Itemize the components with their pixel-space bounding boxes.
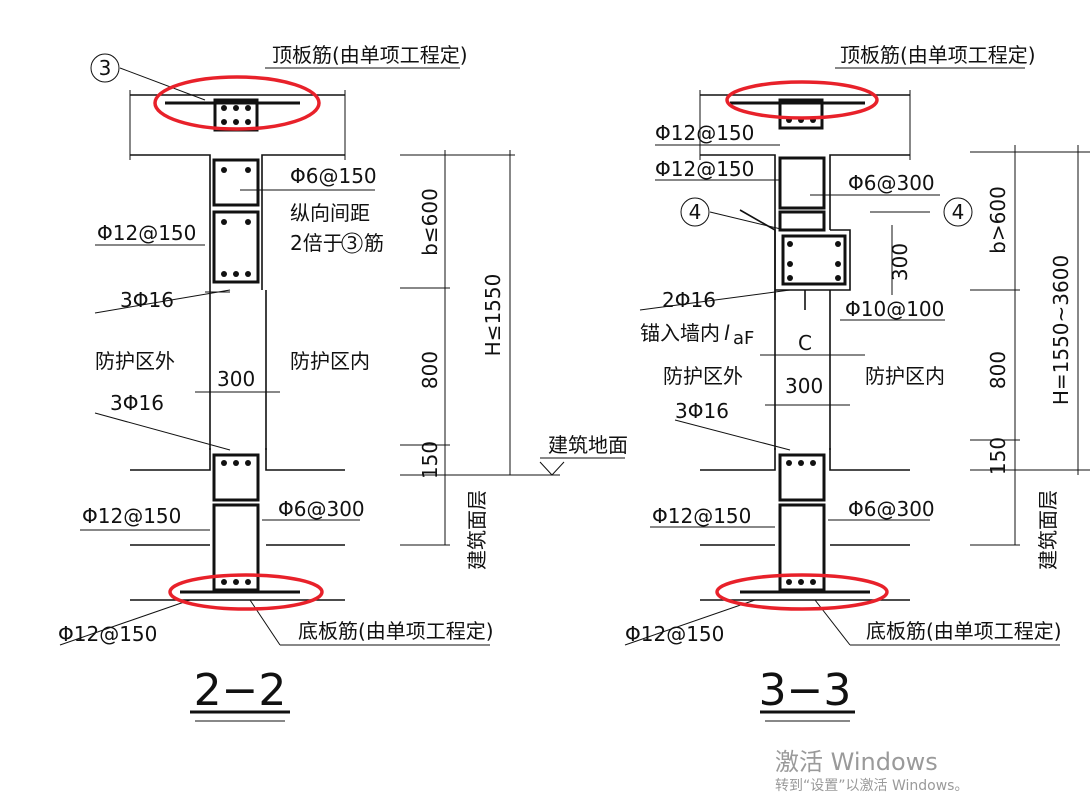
top-slab-label-left: 顶板筋(由单项工程定) (272, 43, 468, 67)
outside-label-left: 防护区外 (95, 349, 175, 373)
bars-label-right-2: 3Φ16 (675, 399, 729, 423)
dim-b-left: b≤600 (418, 188, 442, 256)
stirrup-label-right-2: Φ6@300 (848, 497, 935, 521)
dist-label-right-1: Φ12@150 (655, 121, 754, 145)
slab-web-right-edge (261, 154, 345, 290)
dim-H-left: H≤1550 (481, 274, 505, 357)
watermark-line2: 转到“设置”以激活 Windows。 (775, 778, 969, 794)
stirrup-label-left: Φ6@150 (290, 164, 377, 188)
section-2-2 (59, 53, 625, 722)
dim-300-vertical: 300 (888, 243, 912, 281)
bars-label-left-1: 3Φ16 (120, 288, 174, 312)
dist-label-left-1: Φ12@150 (97, 221, 196, 245)
stirrup-label-left-2: Φ6@300 (278, 497, 365, 521)
dim-800-left: 800 (418, 351, 442, 389)
stirrup-label-right: Φ6@300 (848, 171, 935, 195)
dim-H-right: H=1550~3600 (1049, 255, 1073, 405)
dist-label-left-2: Φ12@150 (82, 504, 181, 528)
note-line2a: 2倍于 (290, 231, 343, 255)
section-title-left: 2−2 (194, 665, 287, 716)
ground-label: 建筑地面 (548, 433, 628, 457)
windows-activation-watermark: 激活 Windows 转到“设置”以激活 Windows。 (775, 748, 968, 796)
dim-800-right: 800 (986, 351, 1010, 389)
bars-label-left-2: 3Φ16 (110, 391, 164, 415)
marker-4-left: 4 (689, 200, 702, 224)
bars-label-right-1: 2Φ16 (662, 288, 716, 312)
dist-label-right-2: Φ12@150 (655, 157, 754, 181)
section-title-right: 3−3 (759, 665, 852, 716)
inside-label-right: 防护区内 (865, 364, 945, 388)
note-line1: 纵向间距 (290, 201, 370, 225)
slab-web-left-edge (130, 154, 211, 290)
outside-label-right: 防护区外 (663, 364, 743, 388)
dist-label-right-3: Φ12@150 (652, 504, 751, 528)
annotation-circle-top-right (725, 80, 879, 120)
marker-3: 3 (99, 56, 112, 80)
tie-label: Φ10@100 (845, 297, 944, 321)
dim-150-right: 150 (986, 437, 1010, 475)
anchor-subscript: aF (733, 328, 754, 349)
width-label-right: 300 (785, 374, 823, 398)
note-line2b: 筋 (364, 231, 384, 255)
annotation-circle-bottom-left (168, 573, 324, 611)
svg-text:3: 3 (346, 233, 357, 254)
dim-b-right: b>600 (986, 186, 1010, 254)
surface-label-right: 建筑面层 (1036, 490, 1060, 570)
stirrup-lower (212, 210, 260, 284)
surface-label-left: 建筑面层 (465, 490, 489, 570)
bottom-slab-left (130, 448, 211, 471)
stirrup-upper (212, 158, 260, 207)
watermark-line1: 激活 Windows (775, 748, 938, 776)
annotation-circle-bottom-right (715, 573, 889, 611)
bottom-slab-label-right: 底板筋(由单项工程定) (866, 619, 1062, 643)
marker-4-right: 4 (952, 200, 965, 224)
inside-label-left: 防护区内 (290, 349, 370, 373)
c-label: C (798, 331, 812, 355)
anchor-label: 锚入墙内 (640, 321, 720, 345)
bottom-slab-right (265, 448, 345, 471)
dist-label-left-3: Φ12@150 (58, 622, 157, 646)
top-slab-label-right: 顶板筋(由单项工程定) (840, 43, 1036, 67)
marker-3-circle (90, 53, 120, 83)
section-3-3 (624, 67, 1090, 722)
dist-label-right-4: Φ12@150 (625, 622, 724, 646)
annotation-circle-top-left (153, 75, 321, 131)
bottom-slab-label-left: 底板筋(由单项工程定) (298, 619, 494, 643)
anchor-symbol: l (724, 321, 730, 345)
dim-150-left: 150 (418, 441, 442, 479)
width-label-left: 300 (217, 367, 255, 391)
